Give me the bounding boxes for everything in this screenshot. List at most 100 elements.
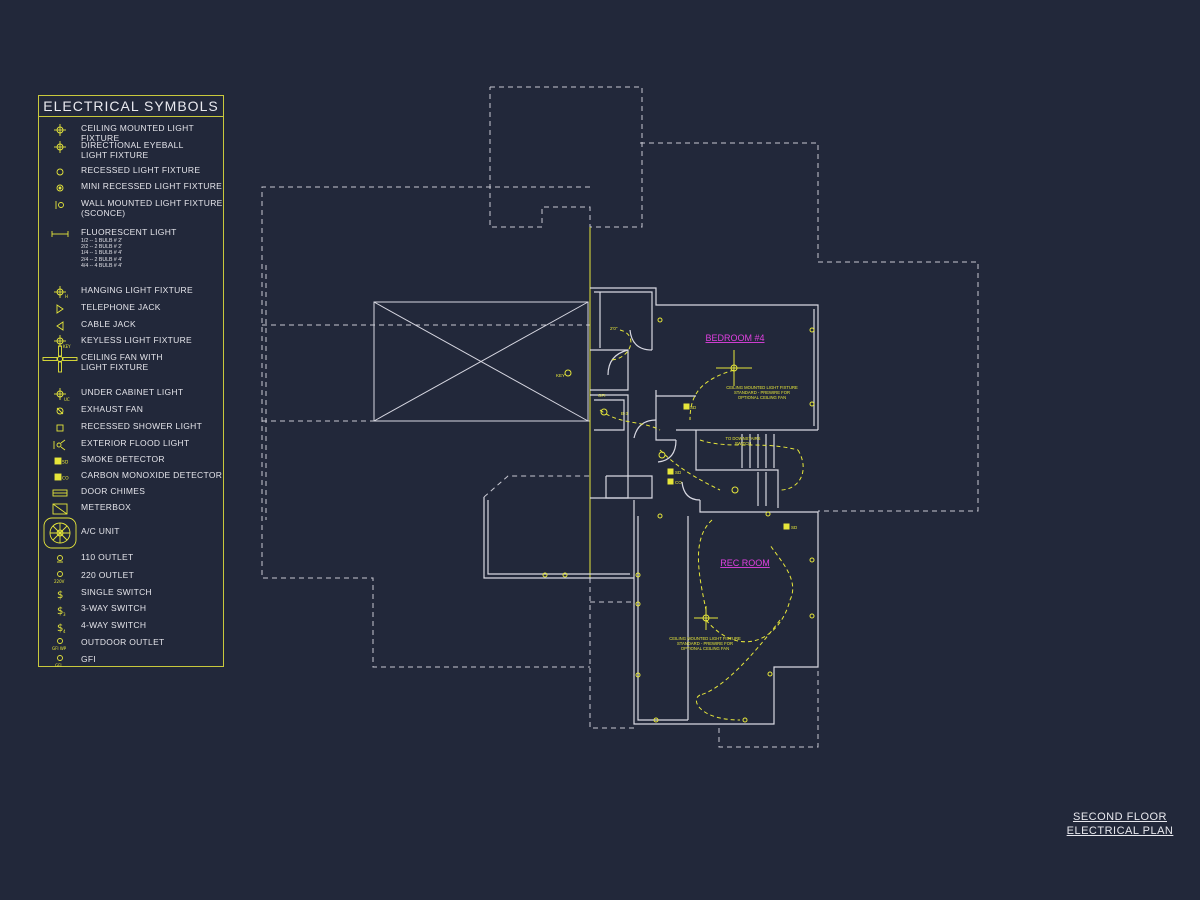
- sconce-icon: [55, 201, 64, 209]
- fluorescent-light-icon: [51, 231, 69, 237]
- outlet-icon: [809, 401, 815, 407]
- wire-bath: [609, 329, 632, 361]
- co-detector-icon: CO: [54, 473, 69, 482]
- outlets: [542, 317, 815, 723]
- legend-item-label: FLUORESCENT LIGHT: [81, 227, 177, 237]
- plan-title: SECOND FLOOR ELECTRICAL PLAN: [1060, 810, 1180, 838]
- legend-title: ELECTRICAL SYMBOLS: [39, 96, 223, 117]
- hanging-light-icon: H: [54, 286, 68, 299]
- svg-text:GFI: GFI: [55, 663, 62, 668]
- rec-room-wall: [633, 500, 819, 725]
- gfi-icon: GFI: [55, 655, 63, 668]
- hall-wall: [590, 349, 629, 391]
- smoke-detector-hall-icon: [667, 468, 674, 475]
- lower-left-inner: [487, 500, 630, 575]
- outlet-icon: [765, 511, 771, 517]
- smoke-detector-rec-icon: [783, 523, 790, 530]
- svg-text:4: 4: [63, 629, 66, 634]
- outlet-icon: [562, 572, 568, 578]
- sd-tag-hall: SD: [675, 470, 682, 475]
- key-tag: KEY: [556, 373, 565, 378]
- legend-item-label: TELEPHONE JACK: [81, 302, 161, 312]
- svg-text:UC: UC: [64, 397, 70, 402]
- four-way-switch-icon: $4: [57, 623, 66, 634]
- bedroom-label: BEDROOM #4: [705, 333, 764, 343]
- sd-tag-rec: SD: [791, 525, 798, 530]
- electrical-symbols-legend: ELECTRICAL SYMBOLS CEILING MOUNTED LIGHT…: [38, 95, 224, 668]
- outlet-icon: [635, 601, 641, 607]
- sd-tag: SD: [690, 405, 697, 410]
- single-switch-icon: $: [57, 590, 63, 601]
- co-detector-icon: [667, 478, 674, 485]
- cable-jack-icon: [56, 321, 64, 331]
- right-dashed-outline: [640, 142, 979, 512]
- outlet-icon: [809, 613, 815, 619]
- bottom-right-dashed: [718, 667, 819, 748]
- wire-rec-right-2: [769, 544, 794, 601]
- plan-title-line1: SECOND FLOOR: [1072, 811, 1167, 823]
- svg-text:$: $: [57, 606, 63, 617]
- roof-diagonal-2: [373, 301, 589, 422]
- outlet-110-icon: [57, 555, 63, 563]
- under-cabinet-light-icon: UC: [54, 388, 70, 402]
- smoke-detector-icon: SD: [54, 457, 69, 466]
- plan-text: BEDROOM #4 REC ROOM KEY SD SD CO SD GFI …: [556, 326, 798, 568]
- ac-unit-icon: [43, 517, 77, 549]
- legend-item-label: CEILING FAN WITH LIGHT FIXTURE: [81, 352, 163, 372]
- upper-dashed-outline: [489, 86, 643, 228]
- co-tag: CO: [675, 480, 682, 485]
- rec-room-inner: [637, 516, 688, 721]
- bath-vanity: [594, 399, 625, 431]
- legend-item-label: SINGLE SWITCH: [81, 587, 152, 597]
- wire-rec-bottom: [695, 694, 741, 721]
- legend-item-label: CARBON MONOXIDE DETECTOR: [81, 470, 223, 480]
- smoke-detector-bedroom-icon: [683, 403, 690, 410]
- svg-text:SD: SD: [62, 460, 69, 466]
- legend-item-label: OUTDOOR OUTLET: [81, 637, 165, 647]
- wiring: [599, 329, 804, 721]
- recessed-light-icon: [56, 168, 64, 176]
- legend-item-label: DIRECTIONAL EYEBALL LIGHT FIXTURE: [81, 140, 184, 160]
- plan-title-line2: ELECTRICAL PLAN: [1066, 825, 1174, 837]
- legend-item-label: KEYLESS LIGHT FIXTURE: [81, 335, 193, 345]
- ceiling-light-icon: [54, 124, 66, 136]
- walls: [483, 287, 819, 725]
- legend-item-sublabel: 1/2 -- 1 BULB # 2' 2/2 -- 2 BULB # 2' 1/…: [81, 238, 123, 269]
- legend-item-label: CEILING MOUNTED LIGHT FIXTURE: [81, 123, 194, 143]
- existing-outline-dashed: [261, 86, 979, 748]
- roof-box-rect: [373, 301, 589, 422]
- legend-item-label: EXTERIOR FLOOD LIGHT: [81, 438, 190, 448]
- bedroom-ceiling-fan-icon: [716, 350, 752, 386]
- bath-light-icon: [600, 408, 608, 416]
- lower-left-wall: [483, 497, 634, 579]
- outlet-220-icon: 220V: [54, 571, 65, 584]
- door-swing-4: [657, 439, 677, 463]
- eyeball-light-icon: [54, 141, 66, 153]
- wire-rec-down: [699, 619, 781, 696]
- door-chimes-icon: [52, 489, 68, 497]
- outlet-icon: [767, 671, 773, 677]
- legend-item-label: GFI: [81, 654, 97, 664]
- svg-text:220V: 220V: [54, 579, 65, 584]
- fixtures: [542, 317, 815, 723]
- legend-item-label: SMOKE DETECTOR: [81, 454, 165, 464]
- legend-item-label: A/C UNIT: [81, 526, 120, 536]
- legend-item-label: UNDER CABINET LIGHT: [81, 387, 184, 397]
- svg-text:GFI WP: GFI WP: [52, 646, 67, 651]
- door-swing-1: [607, 349, 629, 376]
- hall-light-icon: [658, 451, 666, 459]
- wire-hall: [659, 449, 721, 491]
- door-swing-5: [681, 481, 701, 501]
- legend-item-label: RECESSED LIGHT FIXTURE: [81, 165, 201, 175]
- flood-light-icon: [53, 439, 66, 451]
- outlet-icon: [742, 717, 748, 723]
- svg-text:$: $: [57, 590, 63, 601]
- left-dashed-outline: [261, 186, 590, 668]
- wire-rec-left: [697, 519, 713, 611]
- wire-rec-right: [705, 599, 791, 643]
- legend-item-label: 3-WAY SWITCH: [81, 603, 147, 613]
- outlet-icon: [542, 572, 548, 578]
- legend-item-label: RECESSED SHOWER LIGHT: [81, 421, 203, 431]
